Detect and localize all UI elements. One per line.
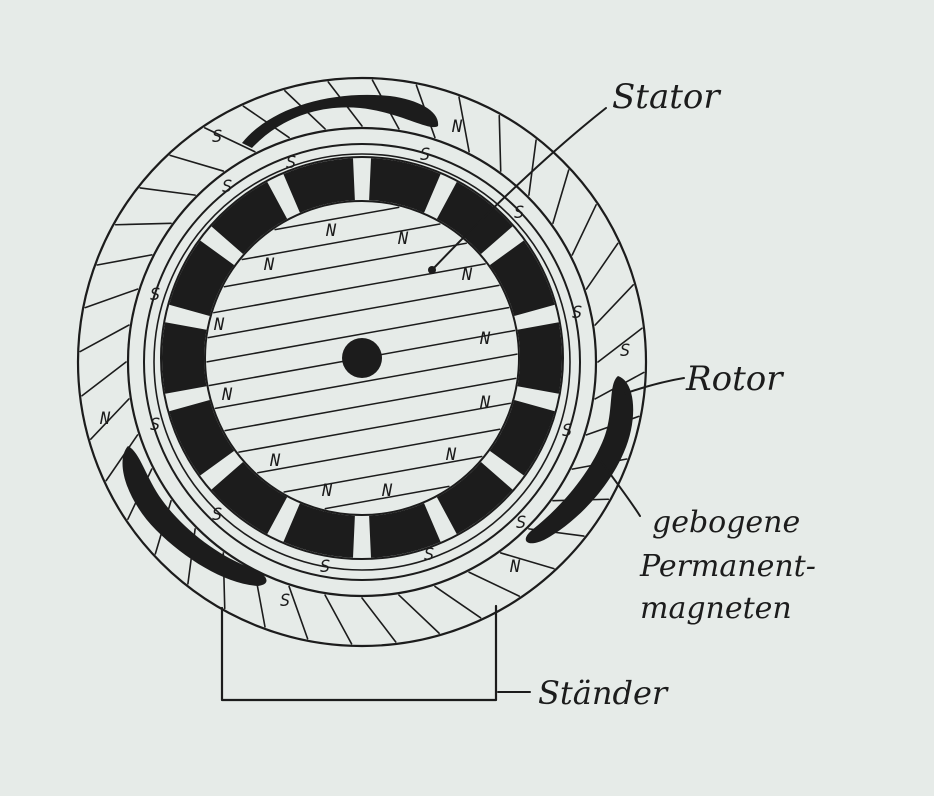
- rotor-north-pole-label: N: [325, 221, 337, 241]
- rotor-north-pole-label: N: [461, 265, 473, 285]
- north-pole-label: N: [451, 117, 463, 137]
- south-pole-label: S: [514, 203, 524, 223]
- hatch-line: [362, 598, 396, 642]
- rotor-segment: [369, 158, 440, 213]
- south-pole-label: S: [212, 505, 222, 525]
- south-pole-label: S: [150, 415, 160, 435]
- south-pole-label: S: [572, 303, 582, 323]
- hatch-line: [289, 586, 308, 638]
- rotor-north-pole-label: N: [263, 255, 275, 275]
- core-line: [224, 243, 466, 287]
- south-pole-label: S: [286, 153, 296, 173]
- core-line: [258, 429, 500, 473]
- hatch-line: [572, 205, 596, 255]
- hatch-line: [170, 155, 223, 171]
- south-pole-label: S: [150, 285, 160, 305]
- south-pole-label: S: [620, 341, 630, 361]
- label-rotor: Rotor: [685, 359, 784, 399]
- label-magnets-line2: Permanent-: [639, 549, 816, 584]
- label-magnets-line1: gebogene: [652, 505, 800, 540]
- label-stator: Stator: [612, 77, 721, 117]
- south-pole-label: S: [562, 421, 572, 441]
- label-magnets-line3: magneten: [640, 591, 792, 626]
- rotor-segment: [162, 322, 207, 393]
- south-pole-label: S: [212, 127, 222, 147]
- hatch-line: [501, 553, 554, 569]
- rotor-north-pole-label: N: [445, 445, 457, 465]
- hatch-line: [435, 586, 481, 617]
- label-stand: Ständer: [538, 674, 669, 712]
- shaft-icon: [342, 338, 382, 378]
- hatch-line: [499, 116, 500, 171]
- hatch-line: [140, 188, 195, 195]
- rotor-north-pole-label: N: [479, 393, 491, 413]
- rotor-north-pole-label: N: [269, 451, 281, 471]
- south-pole-label: S: [222, 177, 232, 197]
- rotor-segment: [490, 240, 555, 315]
- hatch-line: [97, 255, 152, 265]
- rotor-north-pole-label: N: [213, 315, 225, 335]
- south-pole-label: S: [420, 145, 430, 165]
- south-pole-label: S: [320, 557, 330, 577]
- core-line: [275, 207, 399, 229]
- core-line: [208, 285, 499, 337]
- rotor-segment: [169, 400, 234, 475]
- rotor-segment: [283, 503, 354, 558]
- hatch-line: [586, 243, 617, 289]
- hatch-line: [325, 595, 351, 644]
- hatch-line: [553, 170, 569, 223]
- hatch-line: [116, 223, 171, 224]
- south-pole-label: S: [280, 591, 290, 611]
- south-pole-label: S: [424, 545, 434, 565]
- core-line: [225, 378, 516, 430]
- rotor-core: [205, 201, 519, 515]
- hatch-line: [85, 289, 137, 308]
- hatch-line: [80, 325, 129, 351]
- hatch-line: [595, 285, 633, 325]
- rotor-north-pole-label: N: [381, 481, 393, 501]
- rotor-segment: [517, 322, 562, 393]
- core-line: [214, 264, 485, 313]
- rotor-segment: [490, 400, 555, 475]
- rotor-north-pole-label: N: [221, 385, 233, 405]
- core-line: [239, 403, 510, 452]
- rotor-north-pole-label: N: [479, 329, 491, 349]
- south-pole-label: S: [516, 513, 526, 533]
- rotor-north-pole-label: N: [397, 229, 409, 249]
- rotor-north-pole-label: N: [321, 481, 333, 501]
- hatch-line: [399, 595, 439, 633]
- magnet-top: [242, 95, 438, 148]
- rotor-segment: [169, 240, 234, 315]
- north-pole-label: N: [99, 409, 111, 429]
- north-pole-label: N: [509, 557, 521, 577]
- magnet-right: [526, 376, 633, 543]
- hatch-line: [82, 362, 126, 396]
